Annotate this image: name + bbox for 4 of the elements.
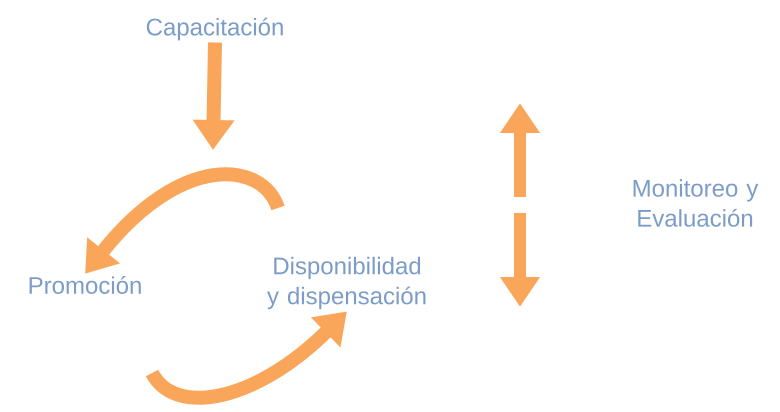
node-label: Disponibilidad y dispensación [267,256,426,310]
node-label: Promoción [30,276,141,294]
node-label: Capacitación [146,18,283,40]
node-label: Monitoreo y Evaluación [634,179,758,227]
